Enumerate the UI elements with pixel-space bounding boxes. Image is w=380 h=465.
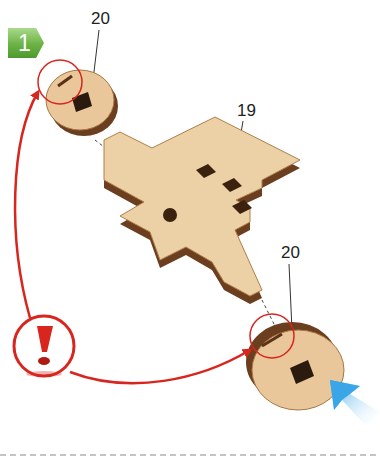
callout-number: 20: [280, 244, 301, 261]
leader-line: [289, 264, 292, 330]
step-number: 1: [8, 32, 31, 55]
step-badge: 1: [8, 28, 44, 58]
plank-part: [104, 117, 300, 304]
callout-number: 20: [90, 10, 111, 27]
callout-number: 19: [236, 102, 257, 119]
disc-part: [246, 322, 344, 410]
